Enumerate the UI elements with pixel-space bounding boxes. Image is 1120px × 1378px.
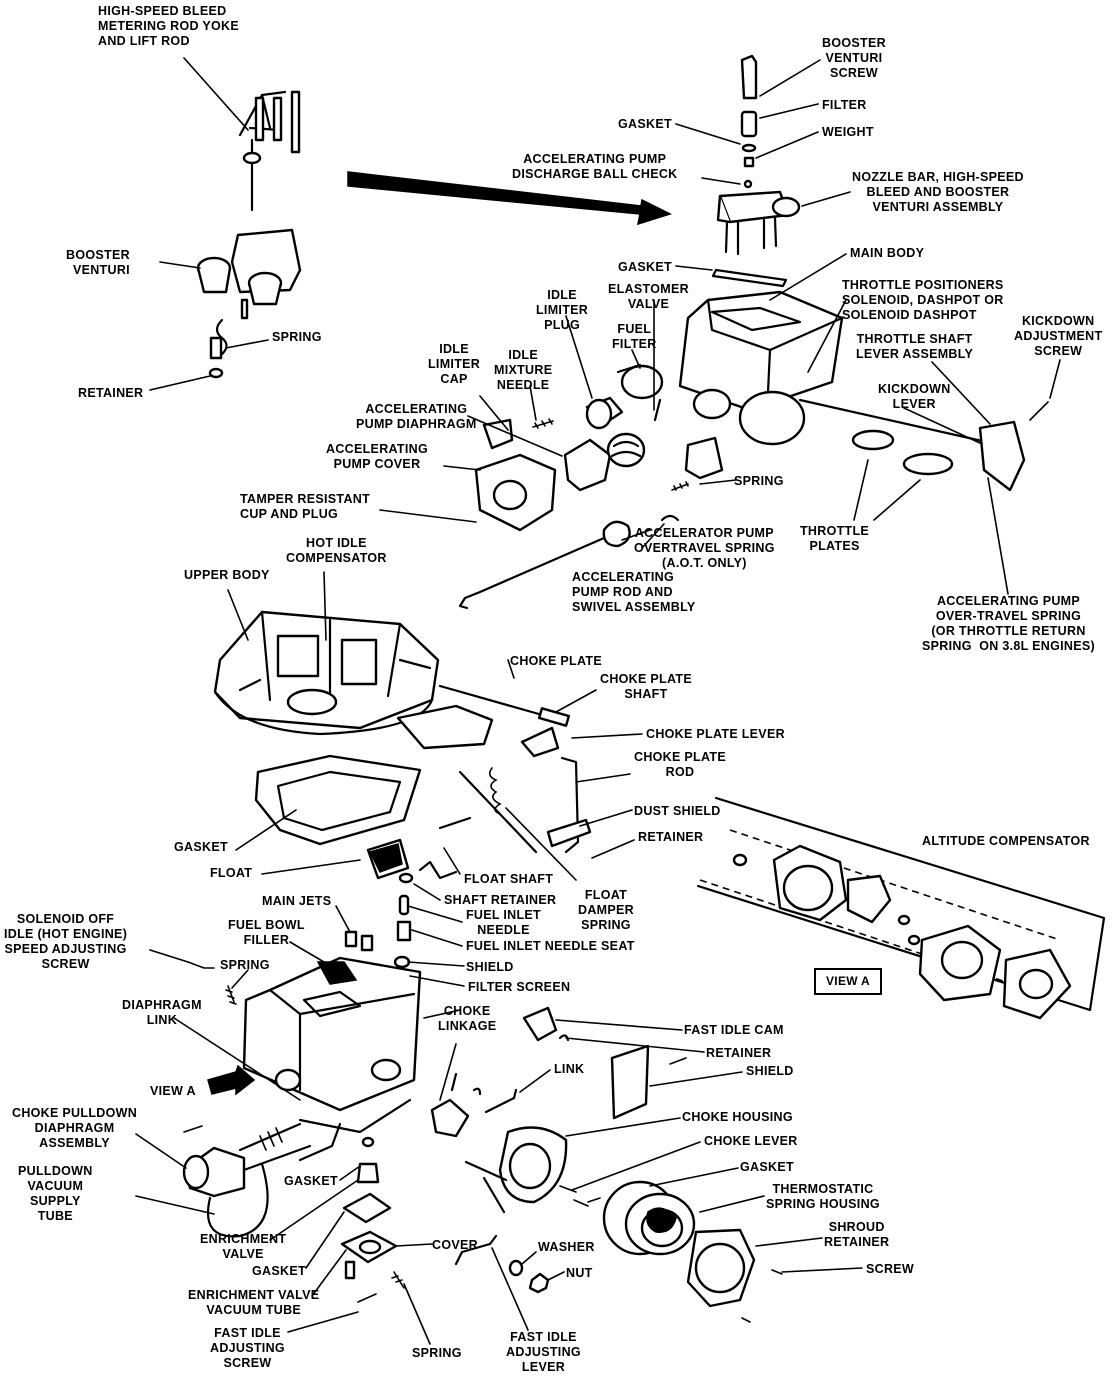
label-gasket-top: GASKET: [618, 117, 672, 131]
label-washer: WASHER: [538, 1240, 595, 1254]
label-accel-pump-rod: ACCELERATING PUMP ROD AND SWIVEL ASSEMBL…: [572, 570, 696, 614]
altitude-compensator-drawing: [696, 796, 1106, 1020]
label-spring-pump: SPRING: [734, 474, 784, 488]
label-accel-pump-diaphragm: ACCELERATING PUMP DIAPHRAGM: [356, 402, 477, 431]
label-weight: WEIGHT: [822, 125, 874, 139]
label-fast-idle-cam: FAST IDLE CAM: [684, 1023, 784, 1037]
leader-lines: [135, 57, 1061, 1345]
choke-linkage-drawing: [430, 1006, 687, 1214]
label-gasket-mid: GASKET: [618, 260, 672, 274]
label-tamper-resistant: TAMPER RESISTANT CUP AND PLUG: [240, 492, 371, 521]
label-fast-idle-adjusting-lever: FAST IDLE ADJUSTING LEVER: [506, 1330, 581, 1374]
label-filter: FILTER: [822, 98, 867, 112]
label-pulldown-vacuum: PULLDOWN VACUUM SUPPLY TUBE: [18, 1164, 93, 1223]
label-booster-venturi-screw: BOOSTER VENTURI SCREW: [822, 36, 886, 80]
label-cover: COVER: [432, 1238, 478, 1252]
body-gasket-drawing: [254, 754, 422, 846]
label-shaft-retainer: SHAFT RETAINER: [444, 893, 557, 907]
label-fuel-bowl-filler: FUEL BOWL FILLER: [228, 918, 305, 947]
label-altitude-compensator: ALTITUDE COMPENSATOR: [922, 834, 1090, 848]
fast-idle-lever-drawing: [454, 1234, 550, 1294]
label-diaphragm-link: DIAPHRAGM LINK: [122, 998, 202, 1027]
label-view-a-arrow: VIEW A: [150, 1084, 196, 1098]
label-float: FLOAT: [210, 866, 253, 880]
label-nozzle-bar: NOZZLE BAR, HIGH-SPEED BLEED AND BOOSTER…: [852, 170, 1024, 214]
label-accel-pump-cover: ACCELERATING PUMP COVER: [326, 442, 428, 471]
label-accel-pump-overtravel-right: ACCELERATING PUMP OVER-TRAVEL SPRING (OR…: [922, 594, 1095, 653]
metering-rod-yoke-drawing: [238, 90, 301, 212]
enrichment-valve-drawing: [340, 1136, 405, 1303]
label-elastomer-valve: ELASTOMER VALVE: [608, 282, 689, 311]
label-idle-limiter-cap: IDLE LIMITER CAP: [428, 342, 481, 386]
label-spring-left: SPRING: [220, 958, 270, 972]
upper-body-drawing: [213, 610, 440, 736]
label-retainer-low: RETAINER: [706, 1046, 772, 1060]
label-choke-plate-rod: CHOKE PLATE ROD: [634, 750, 726, 779]
label-filter-screen: FILTER SCREEN: [468, 980, 571, 994]
label-choke-plate-lever: CHOKE PLATE LEVER: [646, 727, 785, 741]
choke-plate-drawing: [396, 684, 592, 854]
main-body-drawing: [482, 290, 1049, 492]
label-main-body: MAIN BODY: [850, 246, 925, 260]
label-main-jets: MAIN JETS: [262, 894, 332, 908]
label-solenoid-off-idle: SOLENOID OFF IDLE (HOT ENGINE) SPEED ADJ…: [4, 912, 128, 971]
label-gasket-bottom: GASKET: [252, 1264, 306, 1278]
label-shroud-retainer: SHROUD RETAINER: [824, 1220, 890, 1249]
label-fuel-inlet-needle-seat: FUEL INLET NEEDLE SEAT: [466, 939, 635, 953]
label-gasket-choke: GASKET: [740, 1160, 794, 1174]
nozzle-bar-stack-drawing: [711, 54, 801, 288]
accelerating-pump-drawing: [458, 432, 724, 610]
label-throttle-positioners: THROTTLE POSITIONERS SOLENOID, DASHPOT O…: [842, 278, 1004, 322]
label-upper-body: UPPER BODY: [184, 568, 270, 582]
label-kickdown-lever: KICKDOWN LEVER: [878, 382, 951, 411]
thermostatic-housing-drawing: [587, 1180, 783, 1323]
label-spring-bottom: SPRING: [412, 1346, 462, 1360]
label-fast-idle-adjusting-screw: FAST IDLE ADJUSTING SCREW: [210, 1326, 285, 1370]
label-enrichment-valve: ENRICHMENT VALVE: [200, 1232, 287, 1261]
label-idle-limiter-plug: IDLE LIMITER PLUG: [536, 288, 589, 332]
label-fuel-inlet-needle: FUEL INLET NEEDLE: [466, 908, 541, 937]
label-float-shaft: FLOAT SHAFT: [464, 872, 554, 886]
label-nut: NUT: [566, 1266, 593, 1280]
label-fuel-filter: FUEL FILTER: [612, 322, 657, 351]
label-accel-pump-overtravel: ACCELERATOR PUMP OVERTRAVEL SPRING (A.O.…: [634, 526, 775, 570]
label-throttle-shaft-lever: THROTTLE SHAFT LEVER ASSEMBLY: [856, 332, 974, 361]
label-hot-idle-compensator: HOT IDLE COMPENSATOR: [286, 536, 387, 565]
label-choke-lever: CHOKE LEVER: [704, 1134, 798, 1148]
label-gasket-left: GASKET: [174, 840, 228, 854]
label-throttle-plates: THROTTLE PLATES: [800, 524, 870, 553]
label-link: LINK: [554, 1062, 585, 1076]
label-choke-plate: CHOKE PLATE: [510, 654, 602, 668]
label-retainer-mid: RETAINER: [638, 830, 704, 844]
label-idle-mixture-needle: IDLE MIXTURE NEEDLE: [494, 348, 553, 392]
view-a-box: VIEW A: [814, 968, 883, 995]
label-choke-plate-shaft: CHOKE PLATE SHAFT: [600, 672, 692, 701]
label-float-damper-spring: FLOAT DAMPER SPRING: [578, 888, 634, 932]
label-spring-top: SPRING: [272, 330, 322, 344]
label-booster-venturi-left: BOOSTER VENTURI: [66, 248, 130, 277]
fuel-bowl-body-drawing: [207, 956, 422, 1134]
label-screw: SCREW: [866, 1262, 915, 1276]
float-drawing: [187, 767, 502, 1005]
label-gasket-low: GASKET: [284, 1174, 338, 1188]
label-high-speed-bleed: HIGH-SPEED BLEED METERING ROD YOKE AND L…: [98, 4, 239, 48]
label-kickdown-adjustment-screw: KICKDOWN ADJUSTMENT SCREW: [1014, 314, 1103, 358]
label-dust-shield: DUST SHIELD: [634, 804, 721, 818]
booster-venturi-drawing: [196, 228, 302, 379]
label-accel-pump-ball-check: ACCELERATING PUMP DISCHARGE BALL CHECK: [512, 152, 678, 181]
choke-pulldown-drawing: [182, 1122, 342, 1238]
label-choke-pulldown: CHOKE PULLDOWN DIAPHRAGM ASSEMBLY: [12, 1106, 138, 1150]
label-shield-mid: SHIELD: [466, 960, 514, 974]
label-enrichment-valve-vacuum: ENRICHMENT VALVE VACUUM TUBE: [188, 1288, 320, 1317]
label-thermostatic-spring: THERMOSTATIC SPRING HOUSING: [766, 1182, 880, 1211]
label-choke-housing: CHOKE HOUSING: [682, 1110, 793, 1124]
label-retainer-top: RETAINER: [78, 386, 144, 400]
label-choke-linkage: CHOKE LINKAGE: [438, 1004, 497, 1033]
assembly-direction-arrow: [347, 171, 672, 226]
label-shield-low: SHIELD: [746, 1064, 794, 1078]
